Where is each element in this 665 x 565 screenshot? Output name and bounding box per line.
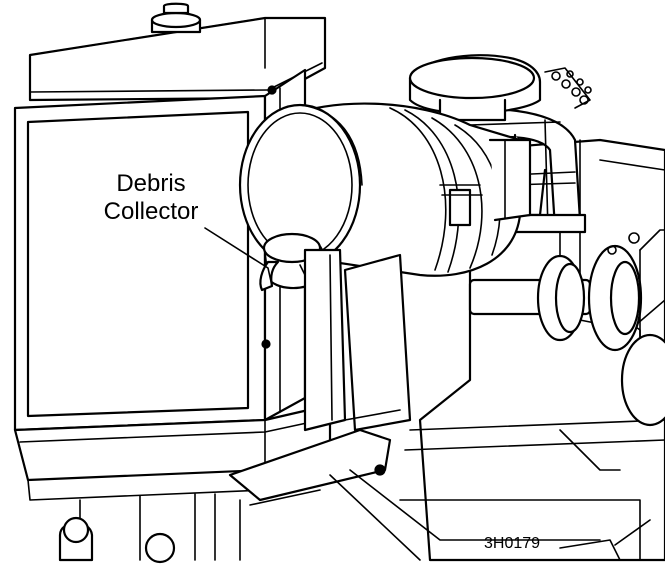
radiator [13,2,392,506]
fan-pulley-assembly [468,229,665,427]
figure-code: 3H0179 [484,535,541,552]
callout-line-1: Debris [116,170,186,197]
callout-line-2: Collector [103,198,199,225]
precleaner-cap [408,54,592,122]
lower-frame [58,469,651,564]
callout-leader-line [204,227,273,287]
debris-collector-callout: Debris Collector [66,170,236,226]
canister-support [303,248,412,432]
air-cleaner-canister [238,102,532,277]
